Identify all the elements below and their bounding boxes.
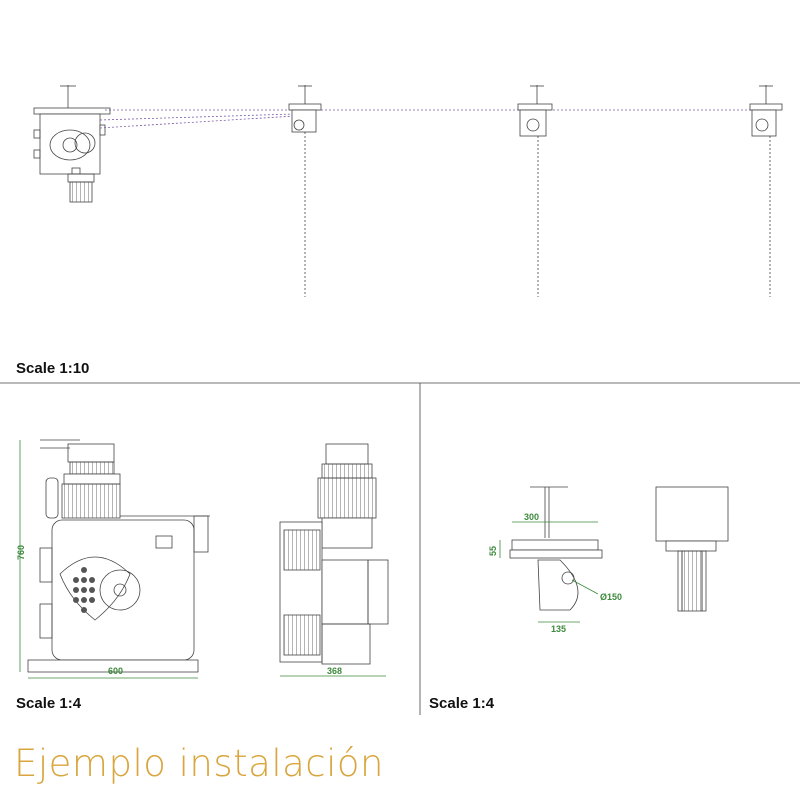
scale-label-top: Scale 1:10 (16, 360, 90, 377)
dimension-width-300: 300 (524, 512, 539, 522)
section-title: Ejemplo instalación (14, 742, 384, 785)
drive-side-view (279, 443, 389, 677)
dimension-height-55: 55 (488, 546, 498, 556)
dimension-diameter-150: Ø150 (600, 592, 622, 602)
dimension-width-368: 368 (327, 666, 342, 676)
dimension-width-135: 135 (551, 624, 566, 634)
pulley-bracket-2 (517, 85, 553, 297)
dimension-height-760: 760 (16, 545, 26, 560)
pulley-bracket-1 (288, 85, 322, 297)
pulley-bracket-3 (749, 85, 783, 297)
dimension-width-600: 600 (108, 666, 123, 676)
scale-label-bottom-left: Scale 1:4 (16, 695, 82, 712)
overview-elevation (33, 85, 783, 297)
scale-label-bottom-right: Scale 1:4 (429, 695, 495, 712)
pulley-bracket-detail (499, 486, 729, 623)
drive-front-view (19, 439, 210, 679)
drive-unit-small (33, 85, 111, 203)
